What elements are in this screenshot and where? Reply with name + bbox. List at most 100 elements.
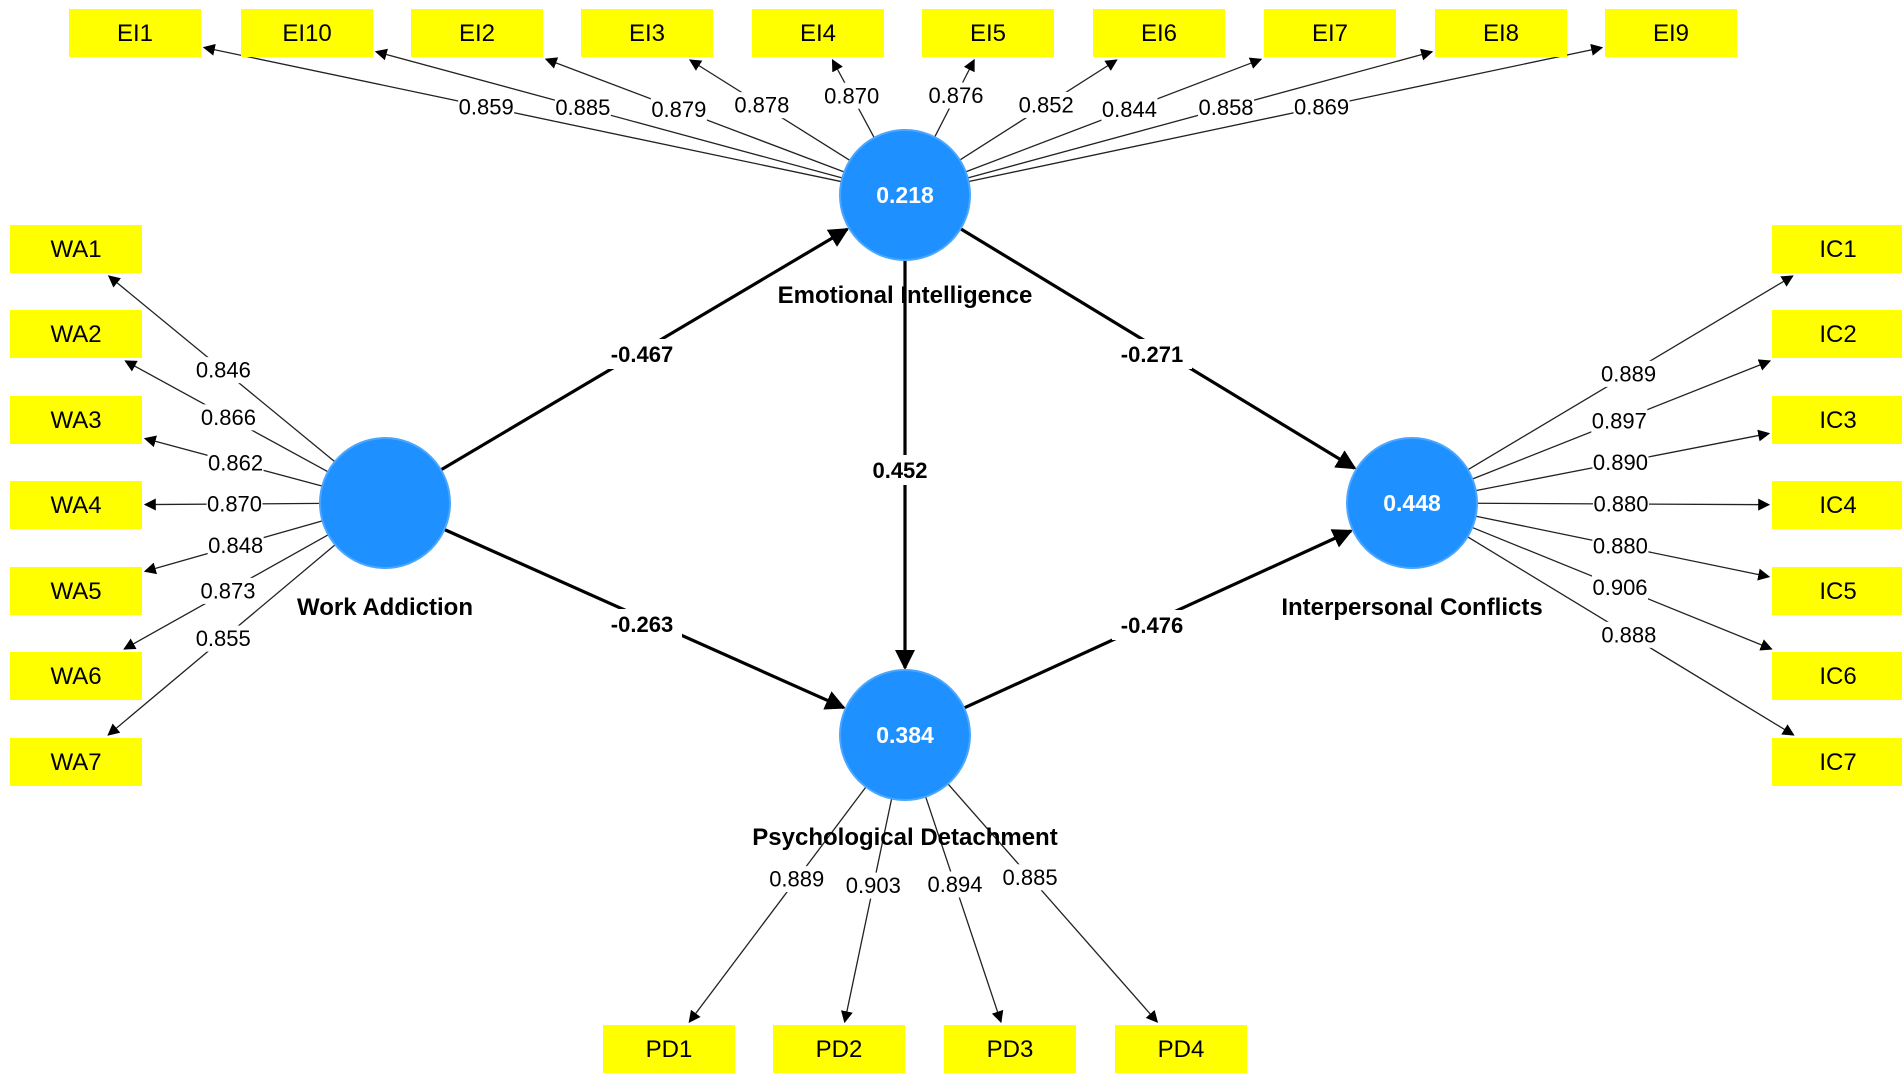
path-coefficient-pd-ic: -0.476 <box>1121 613 1183 638</box>
indicator-box[interactable] <box>411 9 543 57</box>
indicator-box[interactable] <box>10 652 142 700</box>
loading-label-bg <box>1600 360 1657 387</box>
indicator-box[interactable] <box>752 9 884 57</box>
indicator-box[interactable] <box>1772 567 1902 615</box>
construct-r2-value: 0.218 <box>876 182 934 208</box>
indicator-ic7[interactable]: IC7 <box>1772 738 1902 786</box>
indicator-box[interactable] <box>1093 9 1225 57</box>
path-label-bg <box>1112 610 1192 640</box>
indicator-ei1[interactable]: EI1 <box>69 9 201 57</box>
loading-value-wa2: 0.866 <box>201 405 256 430</box>
indicator-label: PD3 <box>987 1036 1034 1063</box>
indicator-box[interactable] <box>10 396 142 444</box>
loading-label-bg <box>1592 490 1649 517</box>
indicator-label: EI8 <box>1483 20 1519 47</box>
indicator-ic4[interactable]: IC4 <box>1772 481 1902 529</box>
loading-label-bg <box>1018 91 1075 118</box>
path-coefficient-ei-pd: 0.452 <box>872 458 927 483</box>
indicator-ic6[interactable]: IC6 <box>1772 652 1902 700</box>
loading-label-bg <box>1002 864 1059 891</box>
indicator-box[interactable] <box>10 481 142 529</box>
indicator-box[interactable] <box>1605 9 1737 57</box>
construct-circle[interactable] <box>839 129 971 261</box>
indicator-ei5[interactable]: EI5 <box>922 9 1054 57</box>
construct-circle[interactable] <box>319 437 451 569</box>
indicator-ei9[interactable]: EI9 <box>1605 9 1737 57</box>
indicator-wa4[interactable]: WA4 <box>10 481 142 529</box>
indicator-label: WA5 <box>50 578 101 605</box>
indicator-ei2[interactable]: EI2 <box>411 9 543 57</box>
indicator-pd3[interactable]: PD3 <box>944 1025 1076 1073</box>
indicator-label: EI9 <box>1653 20 1689 47</box>
loading-arrow-ei9 <box>964 43 1604 184</box>
indicator-ei10[interactable]: EI10 <box>241 9 373 57</box>
indicator-box[interactable] <box>10 567 142 615</box>
indicator-box[interactable] <box>1772 481 1902 529</box>
indicator-box[interactable] <box>603 1025 735 1073</box>
indicator-ic2[interactable]: IC2 <box>1772 310 1902 358</box>
indicator-pd1[interactable]: PD1 <box>603 1025 735 1073</box>
indicator-box[interactable] <box>1772 310 1902 358</box>
indicator-ic3[interactable]: IC3 <box>1772 396 1902 444</box>
indicator-wa5[interactable]: WA5 <box>10 567 142 615</box>
loading-label-bg <box>1592 533 1649 560</box>
indicator-label: IC5 <box>1819 578 1856 605</box>
indicator-label: EI3 <box>629 20 665 47</box>
loading-arrow-ei1 <box>202 43 846 184</box>
indicator-wa2[interactable]: WA2 <box>10 310 142 358</box>
indicator-box[interactable] <box>922 9 1054 57</box>
indicator-pd4[interactable]: PD4 <box>1115 1025 1247 1073</box>
indicator-label: PD4 <box>1158 1036 1205 1063</box>
loading-label-bg <box>1592 449 1649 476</box>
indicator-wa3[interactable]: WA3 <box>10 396 142 444</box>
indicator-box[interactable] <box>1772 738 1902 786</box>
indicator-label: IC2 <box>1819 321 1856 348</box>
indicator-box[interactable] <box>1264 9 1396 57</box>
loading-value-pd2: 0.903 <box>846 873 901 898</box>
loading-label-bg <box>927 82 984 109</box>
indicator-box[interactable] <box>241 9 373 57</box>
indicator-box[interactable] <box>1772 652 1902 700</box>
indicator-box[interactable] <box>10 738 142 786</box>
indicator-ei8[interactable]: EI8 <box>1435 9 1567 57</box>
indicator-ic5[interactable]: IC5 <box>1772 567 1902 615</box>
indicator-box[interactable] <box>581 9 713 57</box>
construct-circle[interactable] <box>839 669 971 801</box>
loading-value-ei6: 0.852 <box>1019 92 1074 117</box>
indicator-box[interactable] <box>1772 225 1902 273</box>
path-label-bg <box>860 455 940 485</box>
indicator-box[interactable] <box>1772 396 1902 444</box>
indicator-box[interactable] <box>773 1025 905 1073</box>
indicator-ei4[interactable]: EI4 <box>752 9 884 57</box>
indicator-box[interactable] <box>1115 1025 1247 1073</box>
construct-work-addiction[interactable]: Work Addiction <box>297 437 473 621</box>
loading-arrow-pd2 <box>841 794 894 1024</box>
indicator-ei3[interactable]: EI3 <box>581 9 713 57</box>
indicator-box[interactable] <box>69 9 201 57</box>
loading-value-ic1: 0.889 <box>1601 361 1656 386</box>
indicator-wa7[interactable]: WA7 <box>10 738 142 786</box>
loading-value-ei10: 0.885 <box>555 95 610 120</box>
path-coefficient-wa-ei: -0.467 <box>611 342 673 367</box>
loading-value-wa5: 0.848 <box>208 533 263 558</box>
loading-value-wa6: 0.873 <box>200 578 255 603</box>
loading-value-ic2: 0.897 <box>1592 408 1647 433</box>
indicator-wa6[interactable]: WA6 <box>10 652 142 700</box>
indicator-pd2[interactable]: PD2 <box>773 1025 905 1073</box>
loading-arrow-pd3 <box>923 792 1004 1024</box>
indicator-wa1[interactable]: WA1 <box>10 225 142 273</box>
indicator-box[interactable] <box>10 310 142 358</box>
indicator-box[interactable] <box>1435 9 1567 57</box>
indicator-ic1[interactable]: IC1 <box>1772 225 1902 273</box>
indicator-box[interactable] <box>944 1025 1076 1073</box>
indicator-ei6[interactable]: EI6 <box>1093 9 1225 57</box>
loading-label-bg <box>207 449 264 476</box>
indicator-ei7[interactable]: EI7 <box>1264 9 1396 57</box>
indicator-box[interactable] <box>10 225 142 273</box>
loading-arrow-ei8 <box>963 48 1434 180</box>
path-label-bg <box>602 339 682 369</box>
construct-circle[interactable] <box>1346 437 1478 569</box>
